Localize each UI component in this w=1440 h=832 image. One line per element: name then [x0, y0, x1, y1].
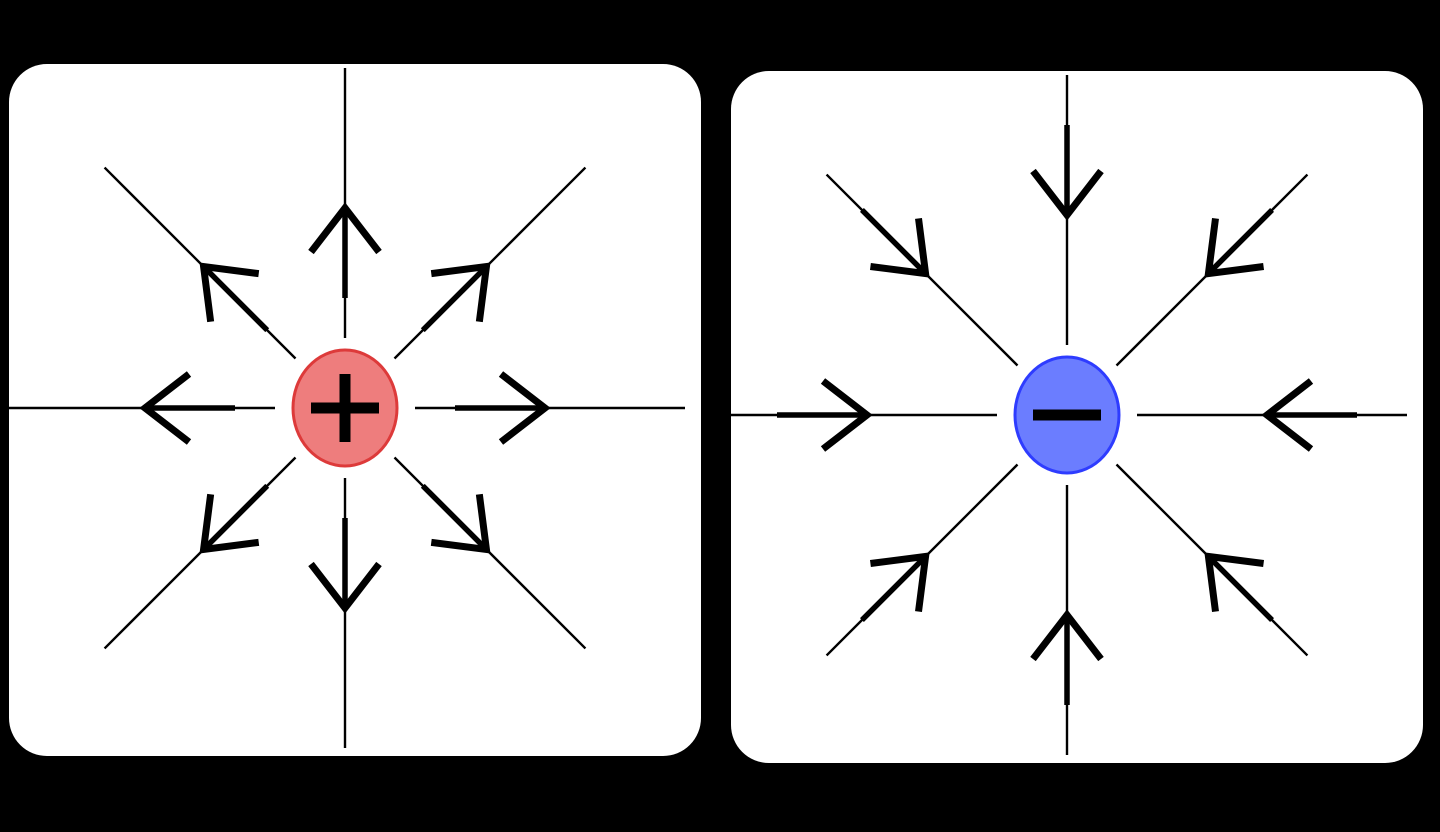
positive-charge-panel: [9, 64, 701, 756]
field-line-up-left: [103, 166, 297, 360]
field-line-right: [415, 371, 685, 445]
field-line-down: [1030, 485, 1104, 755]
field-line-down-right: [1115, 463, 1309, 657]
arrow-left-icon: [820, 378, 873, 452]
field-line-down-left: [825, 463, 1019, 657]
arrow-up-icon: [1030, 168, 1104, 221]
arrow-left-icon: [139, 371, 192, 445]
arrow-down-right-icon: [430, 493, 491, 554]
arrow-right-icon: [498, 371, 551, 445]
arrow-up-right-icon: [1204, 217, 1265, 278]
arrow-up-icon: [308, 202, 382, 255]
arrow-down-right-icon: [1204, 552, 1265, 613]
arrow-down-left-icon: [869, 552, 930, 613]
field-line-down: [308, 478, 382, 748]
arrow-down-left-icon: [199, 493, 260, 554]
negative-field-svg: [731, 75, 1407, 755]
field-line-left: [731, 378, 997, 452]
positive-field-svg: [9, 68, 685, 748]
field-line-up-right: [393, 166, 587, 360]
negative-charge-panel: [731, 71, 1423, 763]
arrow-up-left-icon: [199, 262, 260, 323]
field-line-up-left: [825, 173, 1019, 367]
arrow-right-icon: [1261, 378, 1314, 452]
arrow-up-right-icon: [430, 262, 491, 323]
arrow-down-icon: [1030, 609, 1104, 662]
field-line-left: [9, 371, 275, 445]
arrow-down-icon: [308, 561, 382, 614]
field-line-down-left: [103, 456, 297, 650]
field-line-down-right: [393, 456, 587, 650]
field-line-right: [1137, 378, 1407, 452]
field-line-up-right: [1115, 173, 1309, 367]
field-line-up: [1030, 75, 1104, 345]
field-line-up: [308, 68, 382, 338]
plus-sign-icon: [311, 374, 379, 442]
arrow-up-left-icon: [869, 217, 930, 278]
